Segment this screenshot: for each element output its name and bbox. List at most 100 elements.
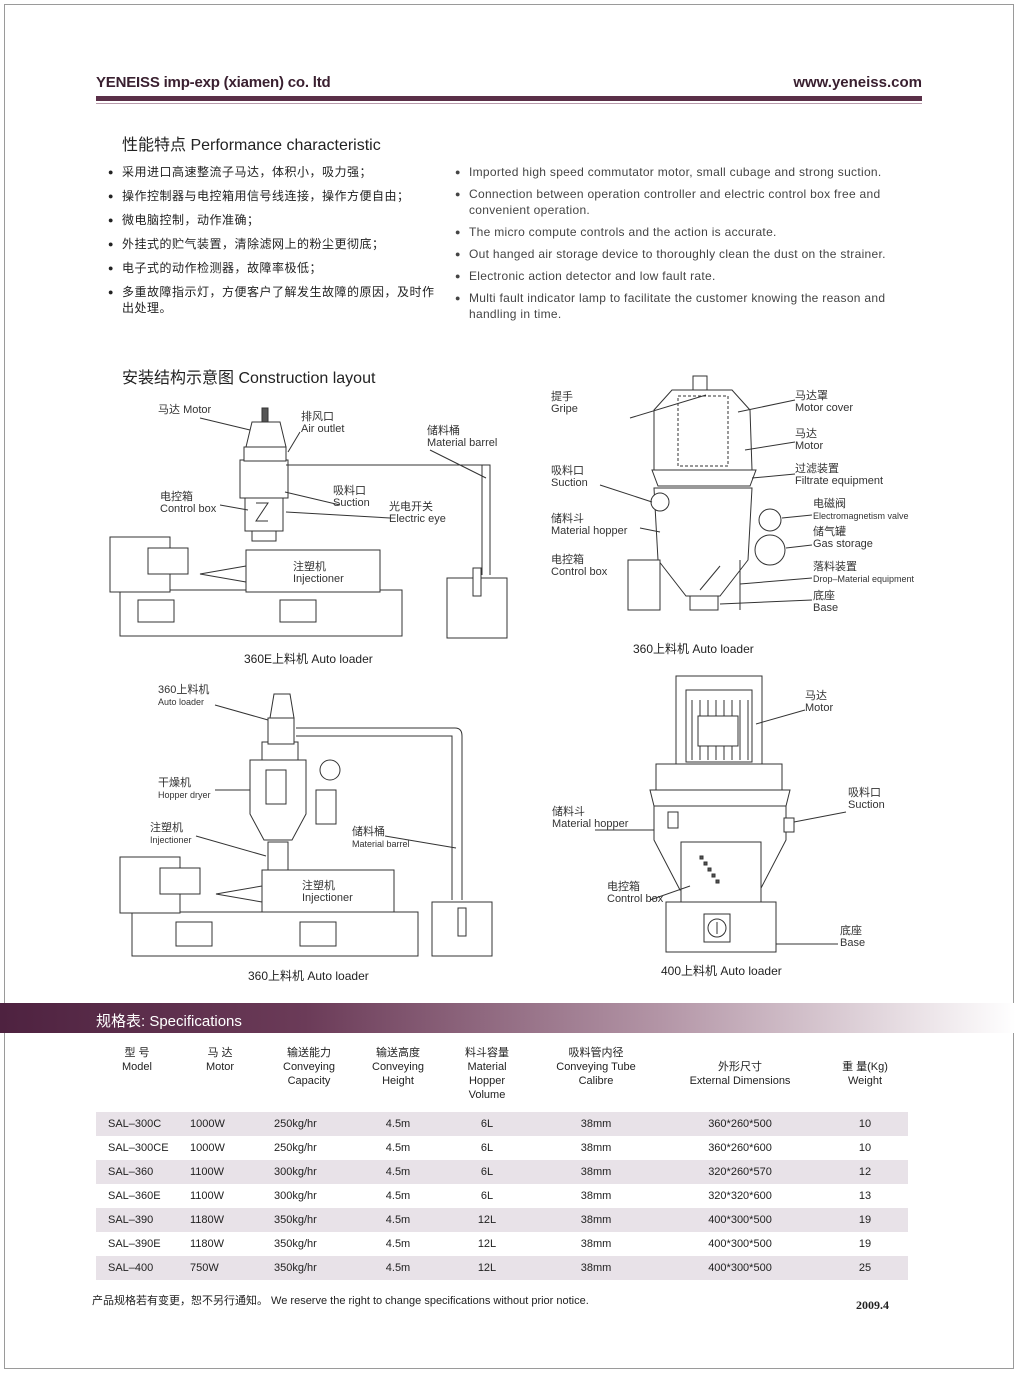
table-row: SAL–360 1100W 300kg/hr 4.5m 6L 38mm 320*… — [96, 1160, 908, 1184]
cell-volume: 6L — [440, 1112, 534, 1136]
diagram-360 — [599, 375, 813, 611]
cell-weight: 19 — [822, 1208, 908, 1232]
list-item: 多重故障指示灯，方便客户了解发生故障的原因，及时作出处理。 — [108, 284, 438, 316]
footer-year: 2009.4 — [856, 1298, 889, 1312]
diagram-360-dryer — [119, 693, 493, 957]
cell-dimensions: 320*320*600 — [708, 1190, 772, 1202]
list-item: The micro compute controls and the actio… — [455, 224, 915, 240]
performance-list-cn: 采用进口高速整流子马达，体积小，吸力强； 操作控制器与电控箱用信号线连接，操作方… — [108, 164, 438, 324]
cell-motor: 1100W — [178, 1160, 262, 1184]
diagram-400 — [595, 675, 847, 953]
cell-model: SAL–360 — [96, 1160, 178, 1184]
cell-capacity: 250kg/hr — [262, 1112, 356, 1136]
cell-height: 4.5m — [385, 1142, 411, 1154]
d1-caption: 360E上料机 Auto loader — [244, 652, 373, 666]
cell-motor: 1180W — [190, 1238, 225, 1250]
list-item: 外挂式的贮气装置，清除滤网上的粉尘更彻底； — [108, 236, 438, 252]
cell-motor: 1180W — [178, 1208, 262, 1232]
cell-height: 4.5m — [385, 1190, 411, 1202]
table-row: SAL–390E 1180W 350kg/hr 4.5m 12L 38mm 40… — [96, 1232, 908, 1256]
cell-volume: 6L — [480, 1142, 494, 1154]
page-frame — [4, 4, 1014, 1369]
cell-volume: 12L — [440, 1208, 534, 1232]
d1-motor-label: 马达 Motor — [158, 404, 212, 416]
list-item: Connection between operation controller … — [455, 186, 915, 218]
cell-capacity: 350kg/hr — [274, 1238, 317, 1250]
cell-capacity: 250kg/hr — [274, 1142, 317, 1154]
d4-caption: 400上料机 Auto loader — [661, 964, 782, 978]
col-weight: 重 量(Kg)Weight — [842, 1061, 888, 1087]
cell-capacity: 300kg/hr — [274, 1190, 317, 1202]
cell-dimensions: 320*260*570 — [658, 1160, 822, 1184]
company-website[interactable]: www.yeneiss.com — [793, 74, 922, 91]
list-item: Electronic action detector and low fault… — [455, 268, 915, 284]
cell-model: SAL–390E — [108, 1238, 161, 1250]
cell-dimensions: 400*300*500 — [658, 1256, 822, 1280]
construction-title: 安装结构示意图 Construction layout — [122, 370, 376, 387]
cell-volume: 12L — [477, 1238, 497, 1250]
cell-height: 4.5m — [385, 1238, 411, 1250]
cell-weight: 25 — [822, 1256, 908, 1280]
cell-weight: 13 — [858, 1190, 872, 1202]
list-item: Imported high speed commutator motor, sm… — [455, 164, 915, 180]
cell-tube: 38mm — [580, 1238, 612, 1250]
header-divider — [96, 96, 922, 101]
cell-dimensions: 400*300*500 — [708, 1238, 772, 1250]
list-item: 电子式的动作检测器，故障率极低； — [108, 260, 438, 276]
cell-model: SAL–360E — [108, 1190, 161, 1202]
cell-height: 4.5m — [356, 1256, 440, 1280]
cell-capacity: 350kg/hr — [262, 1256, 356, 1280]
cell-model: SAL–400 — [96, 1256, 178, 1280]
performance-title: 性能特点 Performance characteristic — [122, 137, 381, 154]
cell-tube: 38mm — [534, 1112, 658, 1136]
list-item: 采用进口高速整流子马达，体积小，吸力强； — [108, 164, 438, 180]
construction-drawings — [109, 375, 847, 957]
d3-caption: 360上料机 Auto loader — [248, 969, 369, 983]
cell-weight: 10 — [822, 1112, 908, 1136]
footer-note: 产品规格若有变更，恕不另行通知。 We reserve the right to… — [92, 1295, 589, 1307]
cell-model: SAL–390 — [96, 1208, 178, 1232]
table-row: SAL–390 1180W 350kg/hr 4.5m 12L 38mm 400… — [96, 1208, 908, 1232]
d2-caption: 360上料机 Auto loader — [633, 642, 754, 656]
table-row: SAL–360E 1100W 300kg/hr 4.5m 6L 38mm 320… — [96, 1184, 908, 1208]
cell-capacity: 350kg/hr — [262, 1208, 356, 1232]
list-item: Multi fault indicator lamp to facilitate… — [455, 290, 915, 322]
cell-weight: 19 — [858, 1238, 872, 1250]
list-item: 微电脑控制，动作准确； — [108, 212, 438, 228]
cell-tube: 38mm — [580, 1142, 612, 1154]
cell-model: SAL–300CE — [108, 1142, 169, 1154]
company-name: YENEISS imp-exp (xiamen) co. ltd — [96, 74, 331, 91]
table-row: SAL–300C 1000W 250kg/hr 4.5m 6L 38mm 360… — [96, 1112, 908, 1136]
cell-motor: 1000W — [190, 1142, 225, 1154]
cell-weight: 10 — [858, 1142, 872, 1154]
performance-list-en: Imported high speed commutator motor, sm… — [455, 164, 915, 328]
